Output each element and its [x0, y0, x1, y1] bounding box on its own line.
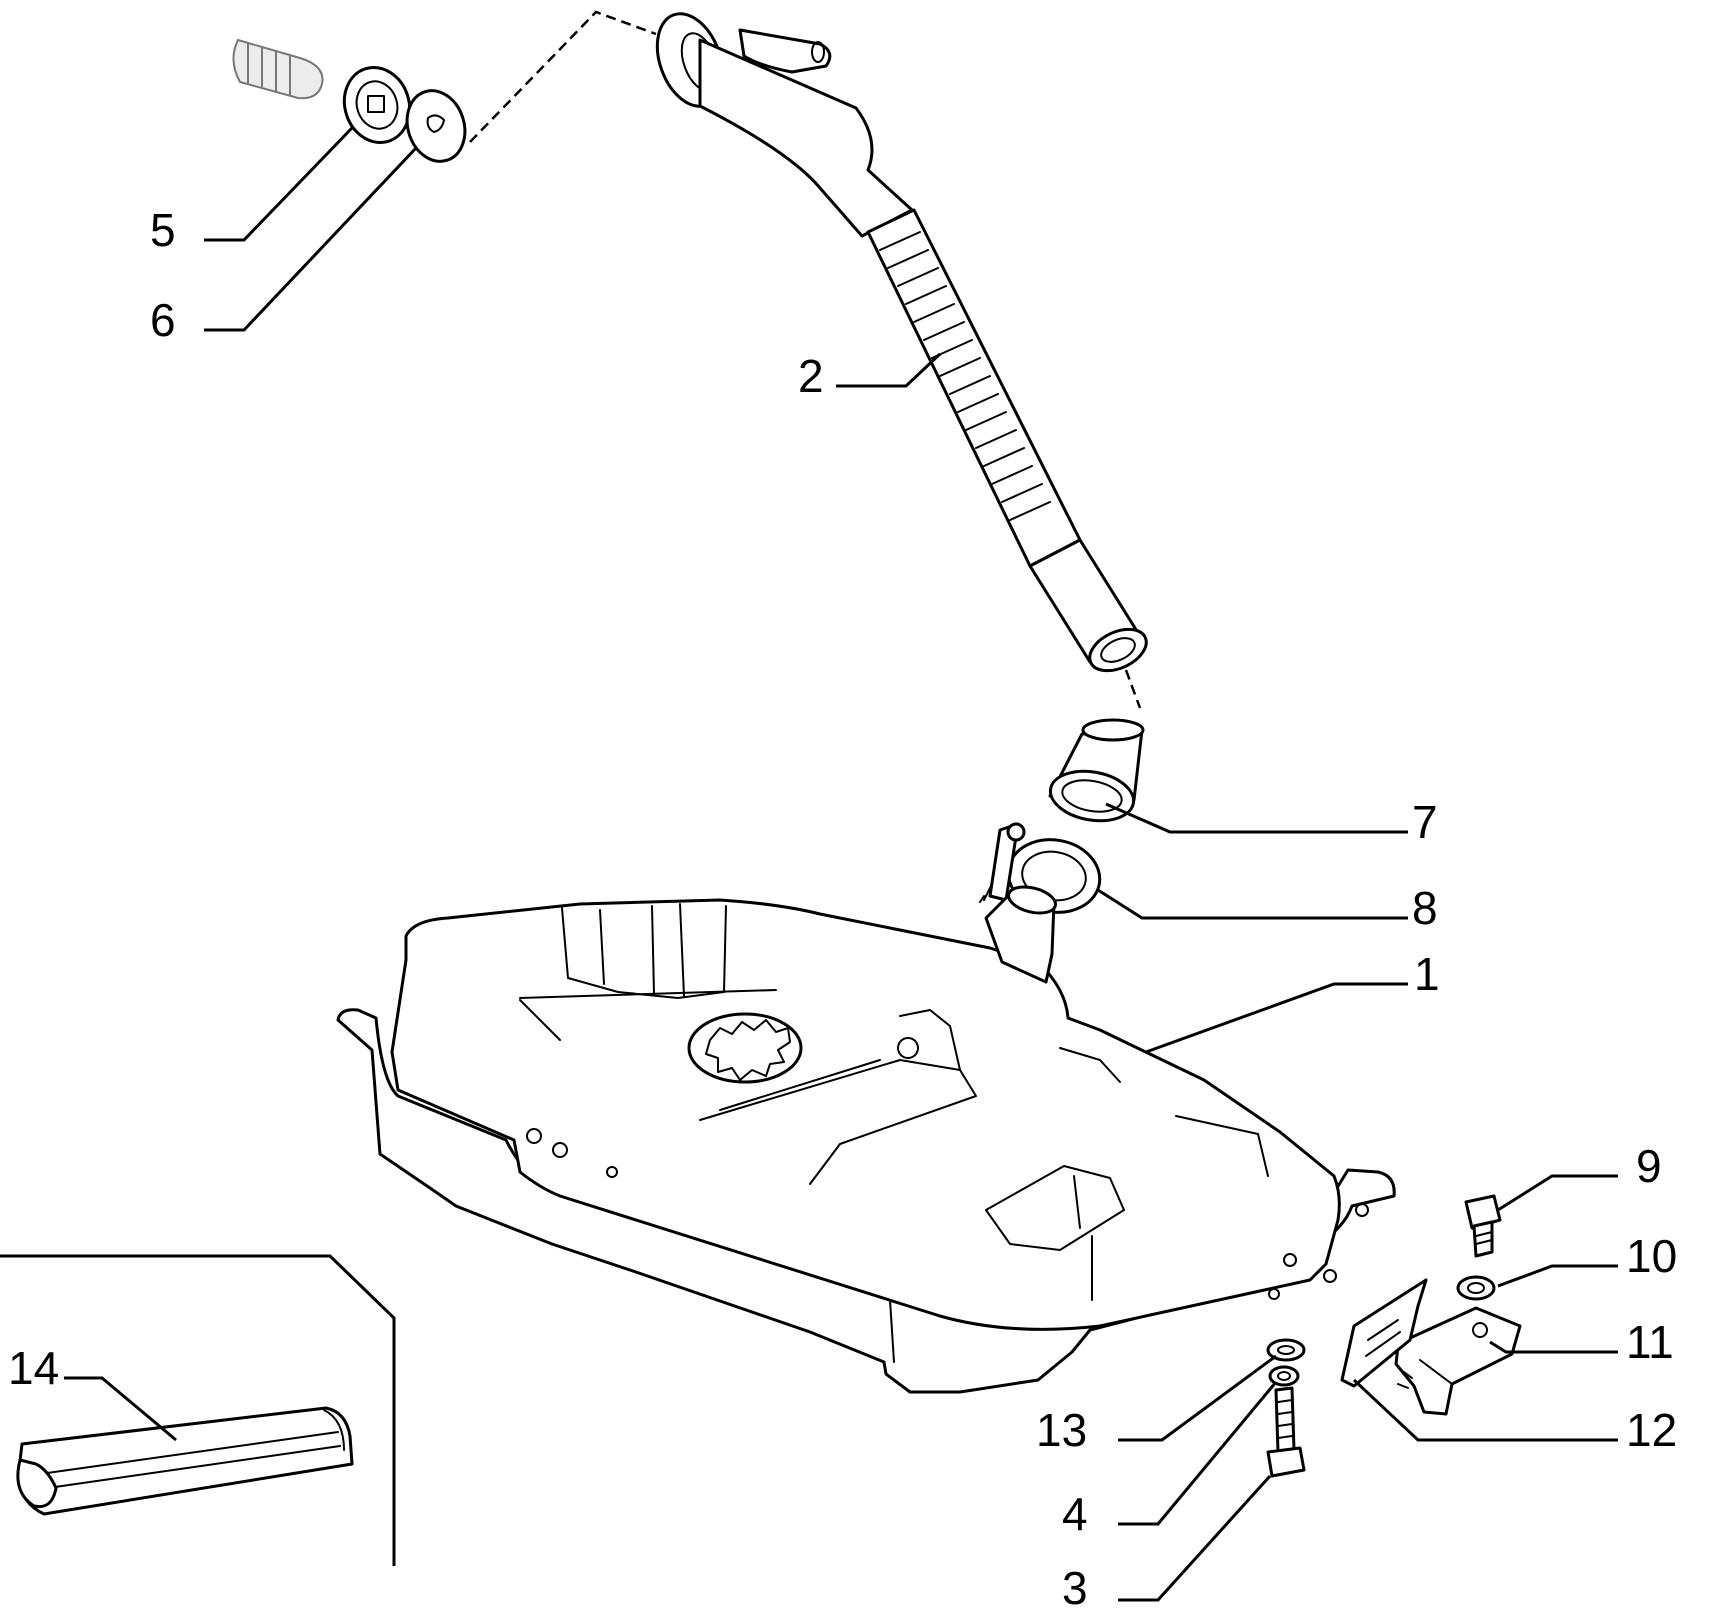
callout-labels: 5 6 2 7 8 1 9 10 11 12 13 4 3 14 [8, 204, 1677, 1610]
callout-10: 10 [1626, 1230, 1677, 1282]
callout-8: 8 [1412, 882, 1438, 934]
callout-9: 9 [1636, 1140, 1662, 1192]
part-1-fuel-tank [336, 885, 1396, 1394]
callout-14: 14 [8, 1342, 59, 1394]
part-12-pad [1340, 1278, 1428, 1388]
assembly-line-cap [469, 10, 657, 143]
callout-12: 12 [1626, 1404, 1677, 1456]
part-11-bracket [1394, 1306, 1522, 1416]
inset-frame [0, 1254, 396, 1566]
part-9-bolt [1464, 1194, 1502, 1258]
part-14-protective-channel [16, 1406, 354, 1516]
callout-5: 5 [150, 204, 176, 256]
callout-1: 1 [1414, 948, 1440, 1000]
part-13-washer [1266, 1338, 1306, 1362]
part-4-spring-washer [1268, 1365, 1300, 1387]
callout-2: 2 [798, 350, 824, 402]
part-8-hose-clamp [979, 822, 1102, 914]
callout-13: 13 [1036, 1404, 1087, 1456]
assembly-line-sleeve [1124, 669, 1142, 709]
leader-lines [64, 126, 1618, 1602]
rubber-grommet [232, 38, 324, 100]
part-3-screw [1266, 1386, 1306, 1478]
part-10-washer [1456, 1275, 1496, 1301]
callout-11: 11 [1626, 1316, 1674, 1368]
part-6-gasket [405, 89, 467, 163]
part-7-sleeve [1048, 718, 1145, 823]
callout-6: 6 [150, 294, 176, 346]
callout-3: 3 [1062, 1562, 1088, 1605]
callout-7: 7 [1412, 796, 1438, 848]
part-5-seal-ring [342, 66, 412, 144]
callout-4: 4 [1062, 1488, 1088, 1540]
part-2-filler-neck [655, 12, 1148, 673]
